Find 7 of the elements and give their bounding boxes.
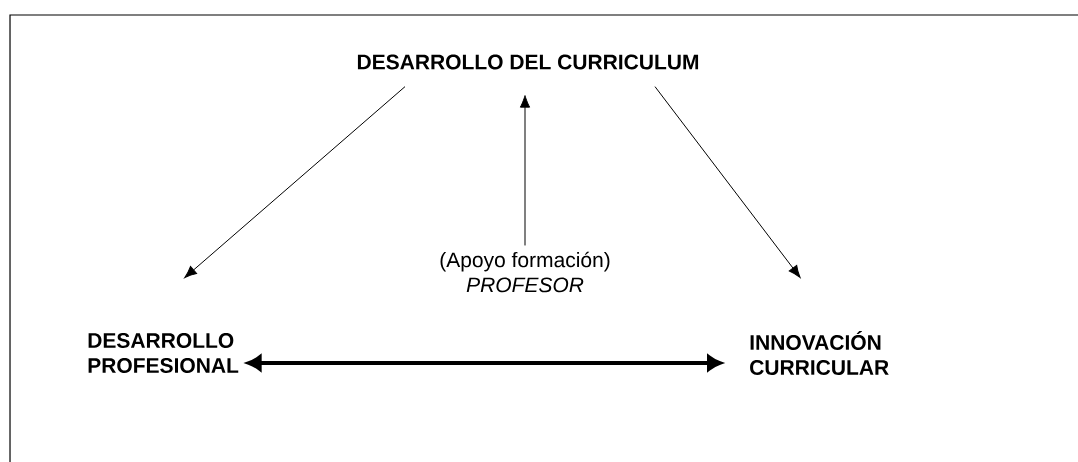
arrow [184,86,406,279]
arrow [654,86,801,278]
heading-label: DESARROLLO PROFESIONAL [88,333,239,373]
heading-label: DESARROLLO DEL CURRICULUM [357,54,699,70]
text-label: (Apoyo formación) PROFESOR [440,251,610,293]
heading-label: INNOVACIÓN CURRICULAR [750,331,889,375]
arrow [519,95,531,246]
